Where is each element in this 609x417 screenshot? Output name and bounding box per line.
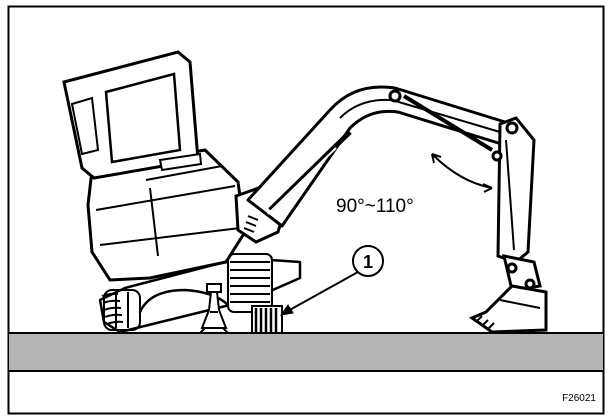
bucket-linkage: [502, 254, 542, 292]
figure-code: F26021: [562, 393, 596, 404]
cab: [62, 50, 203, 180]
bucket: [468, 284, 548, 334]
ground: [9, 332, 603, 372]
angle-indicator: [431, 153, 493, 193]
arm: [402, 94, 536, 264]
jack-stand: [199, 283, 229, 334]
callout-number: 1: [363, 252, 373, 272]
upper-body: [86, 148, 247, 282]
callout-1: 1: [279, 245, 384, 316]
angle-label: 90°~110°: [336, 196, 414, 217]
wooden-block: [251, 305, 283, 334]
crawler-track: [98, 253, 302, 334]
excavator: [62, 50, 548, 334]
